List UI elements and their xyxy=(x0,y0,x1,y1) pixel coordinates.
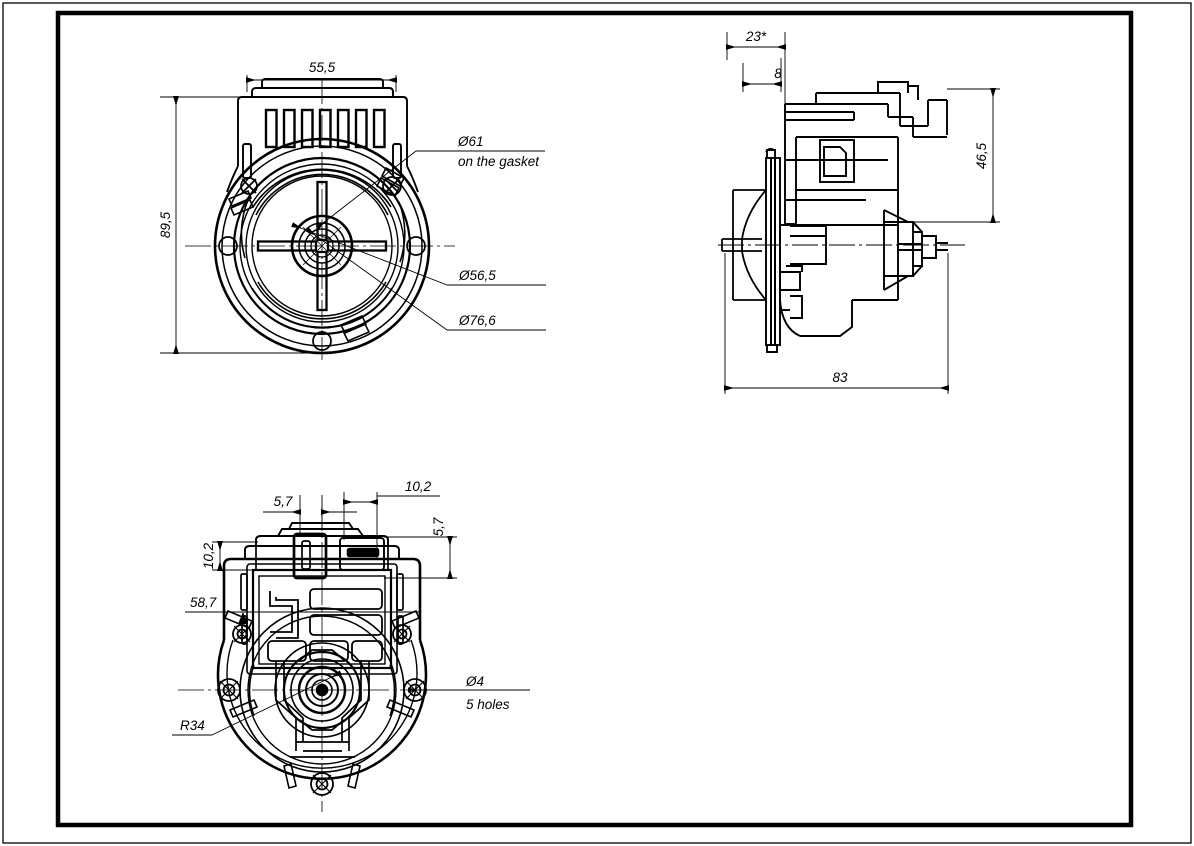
leader-r34-label: R34 xyxy=(180,718,205,733)
dim-5-7-left: 5,7 xyxy=(263,494,357,536)
leader-d61-label: Ø61 xyxy=(457,134,484,149)
dim-10-2-vert: 10,2 xyxy=(201,541,258,571)
front-surface-pads xyxy=(227,166,406,343)
dim-5-7-vert: 5,7 xyxy=(384,517,457,579)
dim-10-2-vert-label: 10,2 xyxy=(201,542,216,569)
dim-89-5: 89,5 xyxy=(158,96,335,354)
view-rear: 5,7 10,2 5,7 xyxy=(172,479,530,812)
dim-55-5-label: 55,5 xyxy=(309,60,336,75)
leader-r34: R34 xyxy=(172,670,342,736)
leader-d4-note: 5 holes xyxy=(466,697,510,712)
front-body-rings xyxy=(213,137,431,355)
dim-58-7-label: 58,7 xyxy=(190,595,217,610)
leader-d4-label: Ø4 xyxy=(465,674,484,689)
leader-d4: Ø4 5 holes xyxy=(408,674,530,712)
front-inner-ribs xyxy=(240,168,406,329)
view-front: 55,5 89,5 Ø61 on the gasket xyxy=(158,60,546,360)
dim-5-7-vert-label: 5,7 xyxy=(431,517,446,536)
dim-55-5: 55,5 xyxy=(246,60,397,92)
side-mid-body xyxy=(785,136,899,226)
dim-8: 8 xyxy=(742,58,782,92)
front-vent-slots xyxy=(264,108,386,149)
leader-d76-6: Ø76,6 xyxy=(305,227,546,331)
side-motor-body xyxy=(784,92,948,224)
rear-slot-pads xyxy=(223,609,421,790)
dim-58-7: 58,7 xyxy=(185,595,420,624)
rear-hub xyxy=(274,642,370,738)
side-shaft-end xyxy=(883,209,948,291)
side-top-connector xyxy=(877,81,919,100)
leader-d61-note: on the gasket xyxy=(458,154,540,169)
dim-23: 23* xyxy=(726,29,786,108)
dim-23-label: 23* xyxy=(745,29,767,44)
dim-10-2-right: 10,2 xyxy=(343,479,440,560)
rear-mounting-holes xyxy=(217,624,427,796)
view-side: 23* 8 46,5 xyxy=(718,29,1000,394)
leader-d56-5-label: Ø56,5 xyxy=(458,268,496,283)
inner-frame xyxy=(55,10,1134,828)
leader-d76-6-label: Ø76,6 xyxy=(458,313,496,328)
leader-d61: Ø61 on the gasket xyxy=(315,134,545,230)
dim-8-label: 8 xyxy=(774,66,782,81)
dim-83: 83 xyxy=(724,253,949,394)
dim-46-5: 46,5 xyxy=(898,88,1000,223)
leader-d56-5: Ø56,5 xyxy=(291,222,546,286)
side-lower-body xyxy=(779,224,899,337)
front-body-blend xyxy=(226,165,419,193)
dim-5-7-left-label: 5,7 xyxy=(274,494,293,509)
dim-10-2-right-label: 10,2 xyxy=(405,479,432,494)
dim-83-label: 83 xyxy=(832,370,848,385)
rear-upper-cap xyxy=(244,522,400,559)
side-left-cap xyxy=(721,189,767,301)
dim-89-5-label: 89,5 xyxy=(158,211,173,238)
dim-46-5-label: 46,5 xyxy=(974,142,989,169)
rear-hole-left xyxy=(217,678,241,702)
rear-hole-bottom xyxy=(310,772,334,796)
